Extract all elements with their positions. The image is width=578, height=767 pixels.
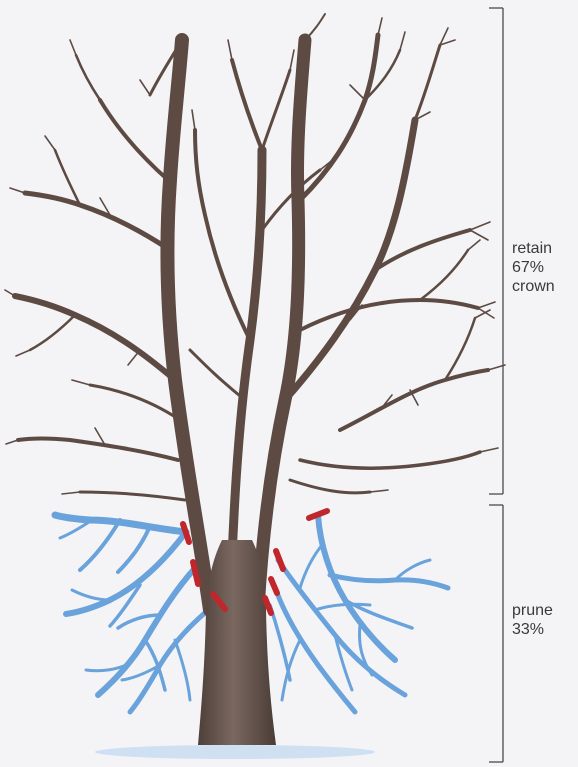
- prune-label-line-1: prune: [512, 601, 553, 620]
- ground-shadow: [95, 745, 375, 759]
- prune-bracket: [489, 505, 503, 762]
- retain-bracket: [489, 8, 503, 494]
- prune-label-line-2: 33%: [512, 620, 553, 639]
- prune-label: prune 33%: [512, 601, 553, 639]
- retain-label-line-3: crown: [512, 277, 555, 296]
- retain-crown-label: retain 67% crown: [512, 239, 555, 296]
- retain-label-line-2: 67%: [512, 258, 555, 277]
- retain-label-line-1: retain: [512, 239, 555, 258]
